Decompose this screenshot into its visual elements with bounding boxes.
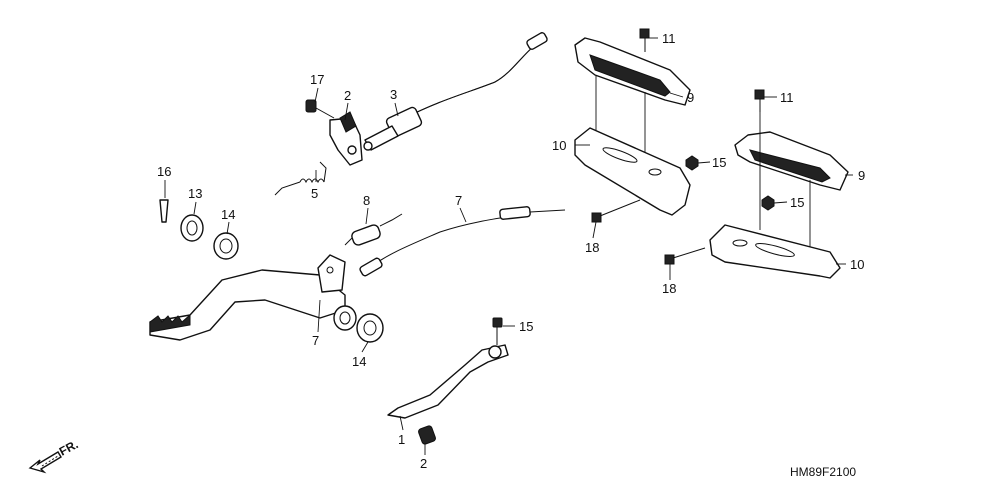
callout-15-upper: 15 <box>712 155 726 170</box>
part-18-bolt-lower <box>664 247 706 265</box>
callout-10-upper: 10 <box>552 138 566 153</box>
part-10-bracket-upper <box>574 127 691 216</box>
part-15-nut-upper <box>685 155 699 171</box>
part-3-cable <box>363 32 548 151</box>
part-15-nut-lower <box>761 195 775 211</box>
callout-13: 13 <box>188 186 202 201</box>
part-8-spring <box>344 213 403 246</box>
callout-15-lower: 15 <box>790 195 804 210</box>
part-4-bracket <box>329 111 363 166</box>
callout-1: 1 <box>398 432 405 447</box>
callout-18-lower: 18 <box>662 281 676 296</box>
part-9-footrest-upper <box>574 37 691 155</box>
callout-11-lower: 11 <box>780 90 794 105</box>
callout-labels: 17 2 3 5 16 13 14 8 7 7 14 15 1 2 11 9 1… <box>157 31 865 471</box>
part-14-seal-upper <box>213 232 239 260</box>
callout-18-upper: 18 <box>585 240 599 255</box>
callout-6: 7 <box>455 193 462 208</box>
part-7-brake-pedal <box>149 254 357 341</box>
diagram-code: HM89F2100 <box>790 465 856 479</box>
callout-3: 3 <box>390 87 397 102</box>
callout-17: 17 <box>310 72 324 87</box>
callout-16: 16 <box>157 164 171 179</box>
part-1-shift-lever <box>387 344 509 419</box>
callout-14-lower: 14 <box>352 354 366 369</box>
callout-14-upper: 14 <box>221 207 235 222</box>
callout-8: 8 <box>363 193 370 208</box>
part-18-bolt-upper <box>591 199 641 223</box>
callout-9-lower: 9 <box>858 168 865 183</box>
callout-2: 2 <box>420 456 427 471</box>
part-14-seal-lower <box>356 313 384 343</box>
leader-lines <box>164 37 853 455</box>
part-16-pin <box>159 199 169 223</box>
callout-12: 15 <box>519 319 533 334</box>
part-11-bolt-upper <box>639 28 650 52</box>
part-9-footrest-lower <box>734 110 849 255</box>
part-12-bolt <box>492 317 503 345</box>
part-5-spring <box>274 161 327 196</box>
callout-7: 7 <box>312 333 319 348</box>
front-arrow-icon <box>28 451 62 474</box>
callout-9-upper: 9 <box>687 90 694 105</box>
part-6-cable <box>359 206 566 277</box>
front-direction-indicator: FR. <box>28 437 80 474</box>
part-13-washer <box>180 214 204 242</box>
part-11-bolt-lower <box>754 89 765 112</box>
part-2-rubber <box>418 425 436 445</box>
callout-5: 5 <box>311 186 318 201</box>
callout-11-upper: 11 <box>662 31 676 46</box>
part-10-bracket-lower <box>709 224 841 279</box>
part-17-bolt <box>305 99 335 119</box>
callout-4: 2 <box>344 88 351 103</box>
callout-10-lower: 10 <box>850 257 864 272</box>
